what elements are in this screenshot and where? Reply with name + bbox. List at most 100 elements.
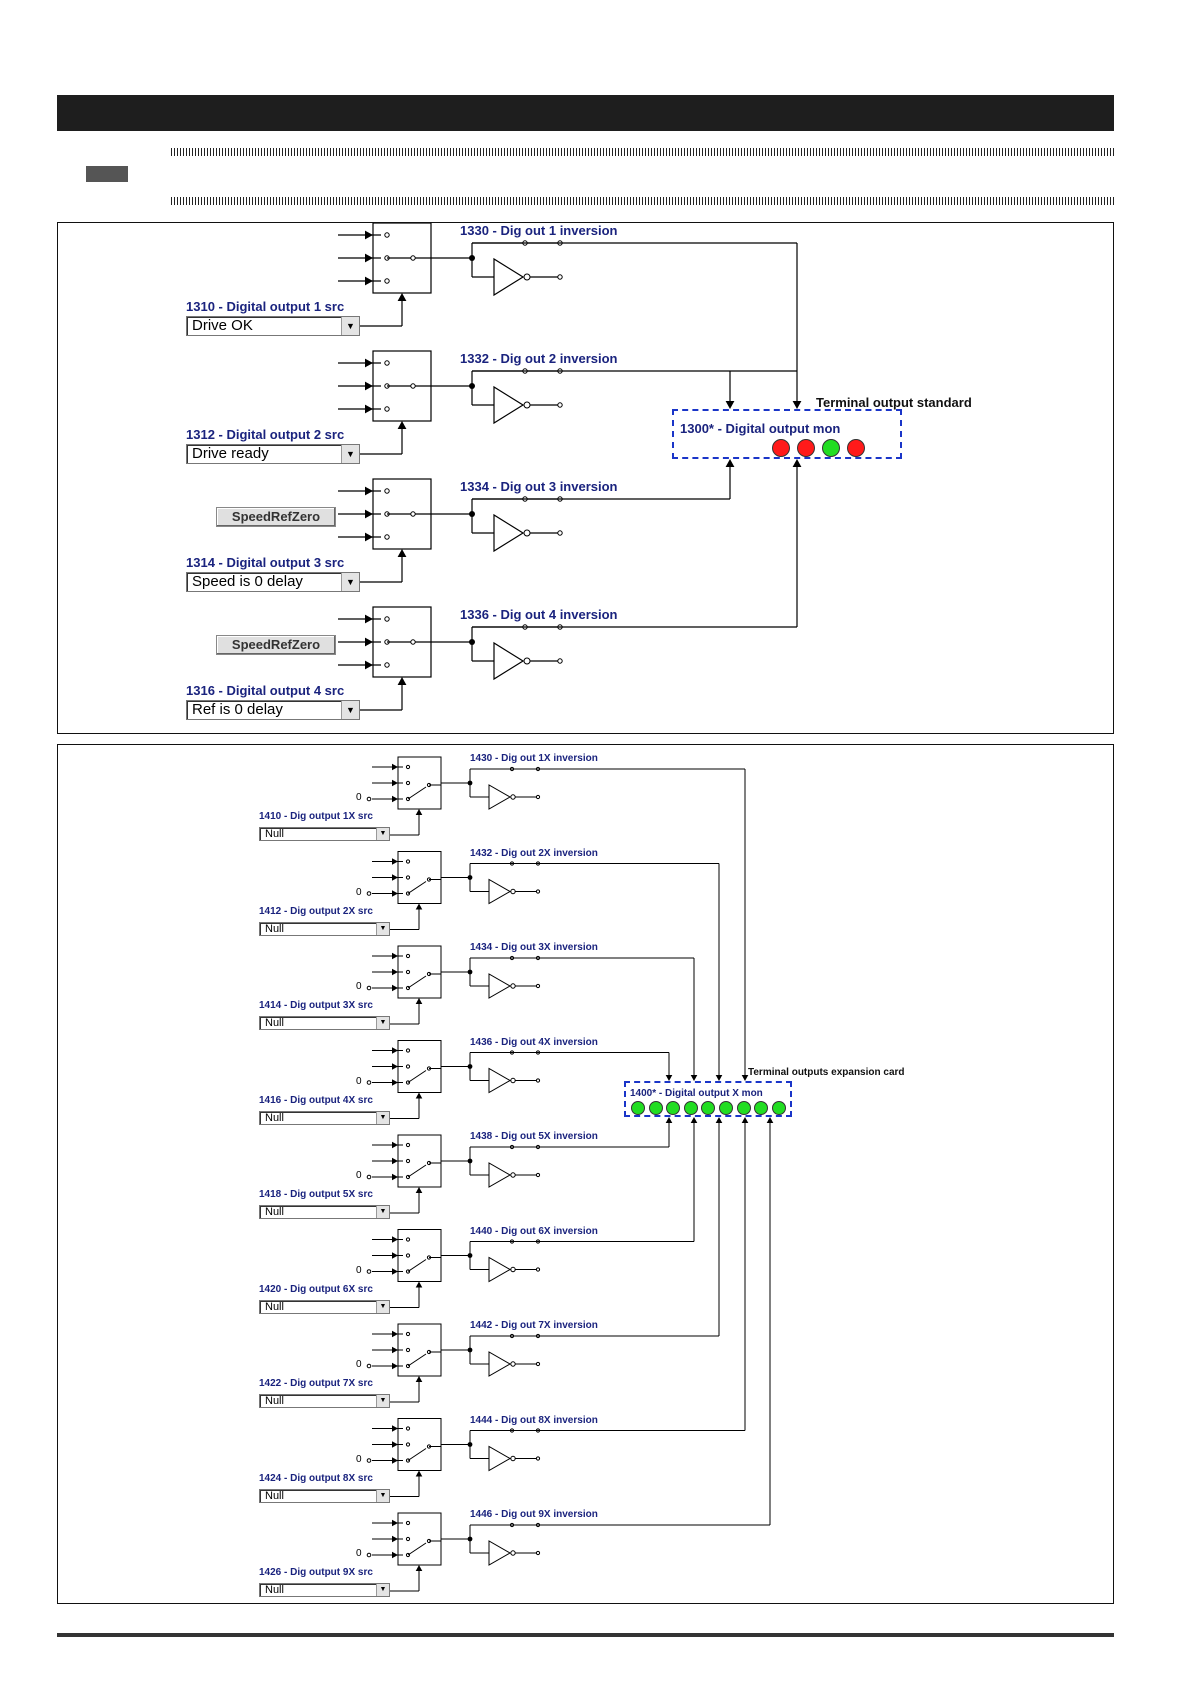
source-dropdown[interactable]: Drive OK ▼ <box>186 316 360 336</box>
chevron-down-icon[interactable]: ▼ <box>376 1395 389 1407</box>
inverter-bubble <box>510 1550 516 1556</box>
source-feedback-arrow <box>415 1187 423 1193</box>
inversion-label: 1430 - Dig out 1X inversion <box>470 753 598 764</box>
selector-contact <box>405 859 411 864</box>
source-dropdown[interactable]: Null ▼ <box>259 827 390 841</box>
input-arrow <box>392 1141 398 1149</box>
chevron-down-icon[interactable]: ▼ <box>341 701 359 719</box>
source-dropdown[interactable]: Null ▼ <box>259 1016 390 1030</box>
source-dropdown[interactable]: Speed is 0 delay▼ <box>186 572 360 592</box>
chevron-down-icon[interactable]: ▼ <box>376 1489 389 1502</box>
input-arrow <box>392 795 398 803</box>
source-dropdown[interactable]: Drive ready▼ <box>186 444 360 464</box>
source-dropdown[interactable]: Null▼ <box>259 921 390 936</box>
inverter-symbol <box>493 257 525 297</box>
zero-input-label: 0 <box>356 1075 362 1087</box>
source-label: 1316 - Digital output 4 src <box>186 683 345 698</box>
chevron-down-icon[interactable]: ▼ <box>341 573 359 591</box>
dropdown-value: Null <box>265 1584 284 1596</box>
source-label: 1414 - Dig output 3X src <box>259 1000 373 1011</box>
chevron-down-icon[interactable]: ▼ <box>376 922 389 935</box>
chevron-down-icon[interactable]: ▼ <box>376 1584 389 1596</box>
dropdown-value: Null <box>265 1300 284 1313</box>
inversion-contact <box>535 1078 541 1083</box>
inverter-symbol <box>493 641 525 681</box>
inverter-bubble <box>510 794 516 800</box>
dropdown-value: Null <box>265 1017 284 1029</box>
input-arrow <box>392 779 398 787</box>
status-led <box>631 1101 645 1115</box>
dropdown-value: Null <box>265 828 284 840</box>
speed-ref-zero-button[interactable]: SpeedRefZero <box>216 635 336 655</box>
input-arrow <box>392 1047 398 1054</box>
input-arrow <box>392 1157 398 1165</box>
input-arrow <box>392 952 398 960</box>
inversion-contact <box>535 1550 541 1556</box>
selector-contact <box>384 360 390 366</box>
selector-switch <box>407 1259 427 1272</box>
source-dropdown[interactable]: Null▼ <box>259 1205 390 1219</box>
selector-block <box>397 1512 442 1566</box>
chevron-down-icon[interactable]: ▼ <box>376 828 389 840</box>
selector-contact <box>384 616 390 622</box>
chevron-down-icon[interactable]: ▼ <box>376 1206 389 1218</box>
selector-block <box>397 1418 442 1471</box>
chevron-down-icon[interactable]: ▼ <box>376 1111 389 1124</box>
input-arrow <box>392 874 398 881</box>
expansion-outputs-wiring <box>366 756 774 1592</box>
monitor-label: 1400* - Digital output X mon <box>630 1088 763 1099</box>
selector-contact <box>384 488 390 494</box>
source-dropdown[interactable]: Null ▼ <box>259 1299 390 1314</box>
source-feedback-arrow <box>415 1565 423 1571</box>
input-arrow <box>365 381 373 391</box>
inverter-symbol <box>488 878 512 905</box>
selector-contact <box>410 639 416 645</box>
input-arrow <box>365 660 373 670</box>
dropdown-value: Null <box>265 1489 284 1502</box>
source-feedback-arrow <box>397 421 407 429</box>
selector-contact <box>405 1158 411 1164</box>
inversion-label: 1330 - Dig out 1 inversion <box>460 223 618 238</box>
chevron-down-icon[interactable]: ▼ <box>341 445 359 463</box>
source-dropdown[interactable]: Null ▼ <box>259 1488 390 1503</box>
dropdown-value: Drive OK <box>192 317 253 334</box>
input-arrow <box>365 276 373 286</box>
inversion-label: 1446 - Dig out 9X inversion <box>470 1509 598 1520</box>
inversion-label: 1442 - Dig out 7X inversion <box>470 1320 598 1331</box>
source-dropdown[interactable]: Ref is 0 delay ▼ <box>186 700 360 720</box>
chevron-down-icon[interactable]: ▼ <box>341 317 359 335</box>
chevron-down-icon[interactable]: ▼ <box>376 1017 389 1029</box>
source-dropdown[interactable]: Null ▼ <box>259 1583 390 1597</box>
input-arrow <box>365 230 373 240</box>
inverter-bubble <box>510 1266 516 1273</box>
selector-block <box>397 1229 442 1282</box>
selector-switch <box>407 1353 427 1367</box>
source-label: 1410 - Dig output 1X src <box>259 811 373 822</box>
status-led <box>772 439 790 457</box>
selector-block <box>397 851 442 904</box>
zero-input-label: 0 <box>356 1264 362 1276</box>
inverter-symbol <box>488 1067 512 1094</box>
inverter-bubble <box>523 273 531 281</box>
source-dropdown[interactable]: Null▼ <box>259 1394 390 1408</box>
selector-switch <box>407 1542 427 1556</box>
input-arrow <box>392 1551 398 1559</box>
source-feedback-arrow <box>415 1470 423 1477</box>
dropdown-value: Null <box>265 1111 284 1124</box>
input-arrow <box>365 358 373 368</box>
monitor-label: 1300* - Digital output mon <box>680 421 841 436</box>
monitor-title: Terminal output standard <box>816 395 972 410</box>
speed-ref-zero-button[interactable]: SpeedRefZero <box>216 507 336 527</box>
bus-arrow <box>690 1117 698 1123</box>
dropdown-value: Ref is 0 delay <box>192 701 283 718</box>
zero-terminal <box>366 796 372 802</box>
source-label: 1418 - Dig output 5X src <box>259 1189 373 1200</box>
chevron-down-icon[interactable]: ▼ <box>376 1300 389 1313</box>
inverter-bubble <box>510 1172 516 1178</box>
input-arrow <box>365 509 373 519</box>
input-arrow <box>392 1519 398 1527</box>
source-label: 1310 - Digital output 1 src <box>186 299 345 314</box>
selector-contact <box>405 1520 411 1526</box>
source-dropdown[interactable]: Null ▼ <box>259 1110 390 1125</box>
inversion-contact <box>557 274 563 280</box>
